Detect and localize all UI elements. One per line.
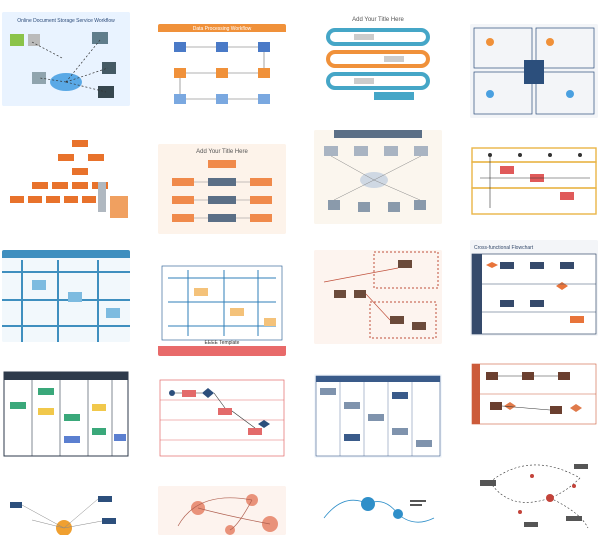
template-thumbnail-14[interactable]: [158, 378, 286, 458]
diagram-preview-6: Add Your Title Here: [158, 144, 286, 234]
template-thumbnail-16[interactable]: [470, 362, 598, 426]
template-thumbnail-3[interactable]: Add Your Title Here: [314, 12, 442, 106]
diagram-preview-4: [470, 24, 598, 118]
template-thumbnail-19[interactable]: [314, 488, 442, 535]
diagram-preview-10: EEEE Template: [158, 262, 286, 356]
tile-title: Add Your Title Here: [196, 149, 248, 155]
diagram-preview-8: [470, 144, 598, 218]
diagram-preview-16: [470, 362, 598, 426]
diagram-preview-14: [158, 378, 286, 458]
diagram-preview-7: [314, 130, 442, 224]
tile-title: EEEE Template: [205, 340, 240, 346]
diagram-preview-1: Online Document Storage Service Workflow: [2, 12, 130, 106]
template-thumbnail-11[interactable]: [314, 250, 442, 344]
diagram-preview-13: [2, 368, 130, 458]
diagram-preview-11: [314, 250, 442, 344]
template-thumbnail-13[interactable]: [2, 368, 130, 458]
template-thumbnail-6[interactable]: Add Your Title Here: [158, 144, 286, 234]
template-thumbnail-10[interactable]: EEEE Template: [158, 262, 286, 356]
diagram-preview-2: Data Processing Workflow: [158, 24, 286, 114]
tile-title: Online Document Storage Service Workflow: [17, 18, 115, 24]
template-thumbnail-4[interactable]: [470, 24, 598, 118]
template-thumbnail-2[interactable]: Data Processing Workflow: [158, 24, 286, 114]
tile-title: Data Processing Workflow: [193, 26, 252, 32]
diagram-preview-17: [2, 484, 130, 535]
diagram-preview-19: [314, 488, 442, 535]
diagram-preview-18: [158, 486, 286, 535]
template-thumbnail-18[interactable]: [158, 486, 286, 535]
diagram-preview-20: [470, 452, 598, 535]
tile-title: Cross-functional Flowchart: [474, 245, 534, 251]
template-thumbnail-9[interactable]: [2, 250, 130, 342]
diagram-preview-5: [2, 132, 130, 226]
template-thumbnail-8[interactable]: [470, 144, 598, 218]
template-thumbnail-7[interactable]: [314, 130, 442, 224]
template-thumbnail-15[interactable]: [314, 374, 442, 458]
diagram-preview-9: [2, 250, 130, 342]
template-thumbnail-12[interactable]: Cross-functional Flowchart: [470, 240, 598, 336]
tile-title: Add Your Title Here: [352, 17, 404, 23]
template-thumbnail-1[interactable]: Online Document Storage Service Workflow: [2, 12, 130, 106]
diagram-preview-3: Add Your Title Here: [314, 12, 442, 106]
template-thumbnail-20[interactable]: [470, 452, 598, 535]
template-thumbnail-17[interactable]: [2, 484, 130, 535]
diagram-preview-12: Cross-functional Flowchart: [470, 240, 598, 336]
template-thumbnail-5[interactable]: [2, 132, 130, 226]
diagram-preview-15: [314, 374, 442, 458]
